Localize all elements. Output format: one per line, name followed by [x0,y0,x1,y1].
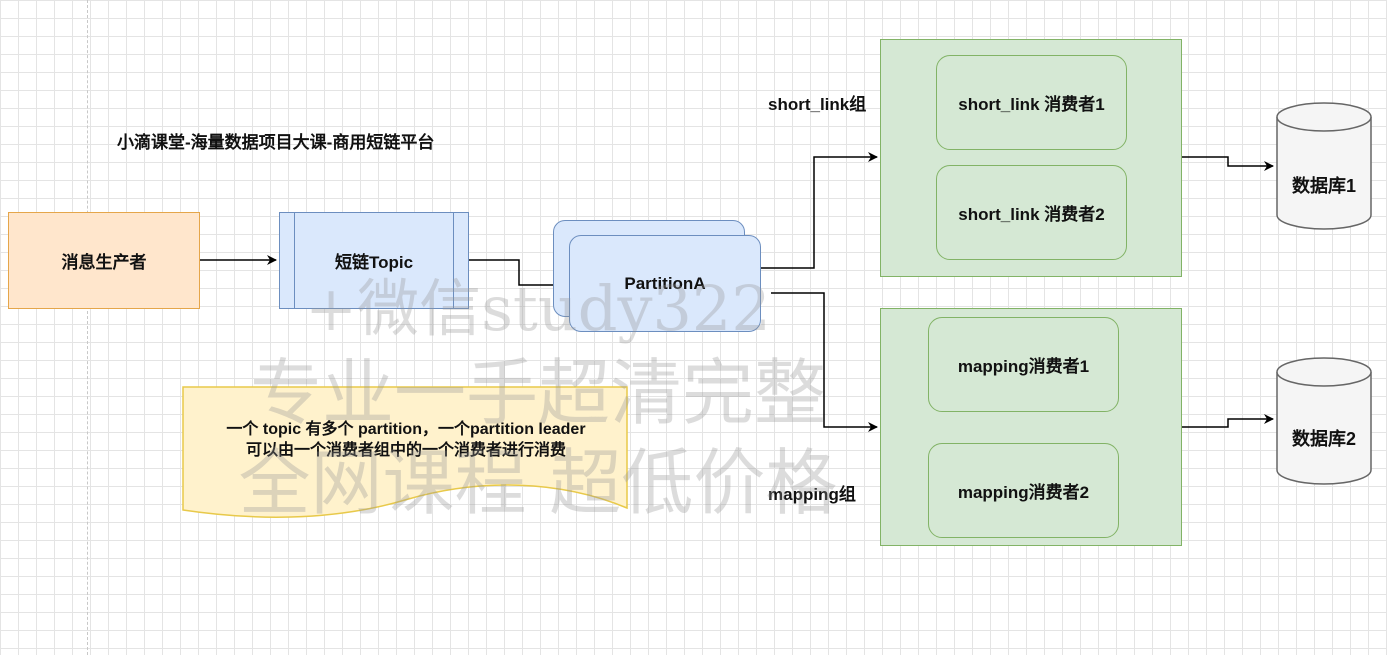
note-text: 一个 topic 有多个 partition，一个partition leade… [186,412,626,468]
shortlink-consumer-1-label: short_link 消费者1 [958,95,1105,114]
note-shape [182,386,628,518]
topic-right-bar [453,213,454,308]
producer-node: 消息生产者 [8,212,200,309]
shortlink-consumer-2: short_link 消费者2 [936,165,1127,260]
topic-label: 短链Topic [334,253,414,272]
note-line-1: 一个 topic 有多个 partition，一个partition leade… [226,421,586,438]
topic-left-bar [294,213,295,308]
edge-topic-partition [469,259,553,286]
note-line-2: 可以由一个消费者组中的一个消费者进行消费 [245,442,566,459]
database-2-cylinder [1276,357,1372,485]
edge-partition-mapping-group [771,292,878,432]
mapping-group-label: mapping组 [768,485,856,504]
edge-mapping-db2 [1182,414,1274,428]
diagram-title: 小滴课堂-海量数据项目大课-商用短链平台 [117,133,435,152]
edge-partition-shortlink-group [761,152,878,269]
shortlink-group-label: short_link组 [768,95,867,114]
partition-label: PartitionA [624,273,706,293]
mapping-consumer-1: mapping消费者1 [928,317,1119,412]
shortlink-consumer-2-label: short_link 消费者2 [958,205,1105,224]
guide-dashed-line [87,0,88,655]
database-2-label: 数据库2 [1291,429,1356,449]
producer-label: 消息生产者 [61,253,147,272]
mapping-consumer-2-label: mapping消费者2 [957,483,1090,502]
partition-node: PartitionA [569,235,761,332]
database-1-label: 数据库1 [1291,176,1356,196]
mapping-consumer-1-label: mapping消费者1 [957,357,1090,376]
edge-shortlink-db1 [1182,156,1274,171]
database-1-cylinder [1276,102,1372,230]
mapping-consumer-2: mapping消费者2 [928,443,1119,538]
shortlink-consumer-1: short_link 消费者1 [936,55,1127,150]
topic-node: 短链Topic [279,212,469,309]
